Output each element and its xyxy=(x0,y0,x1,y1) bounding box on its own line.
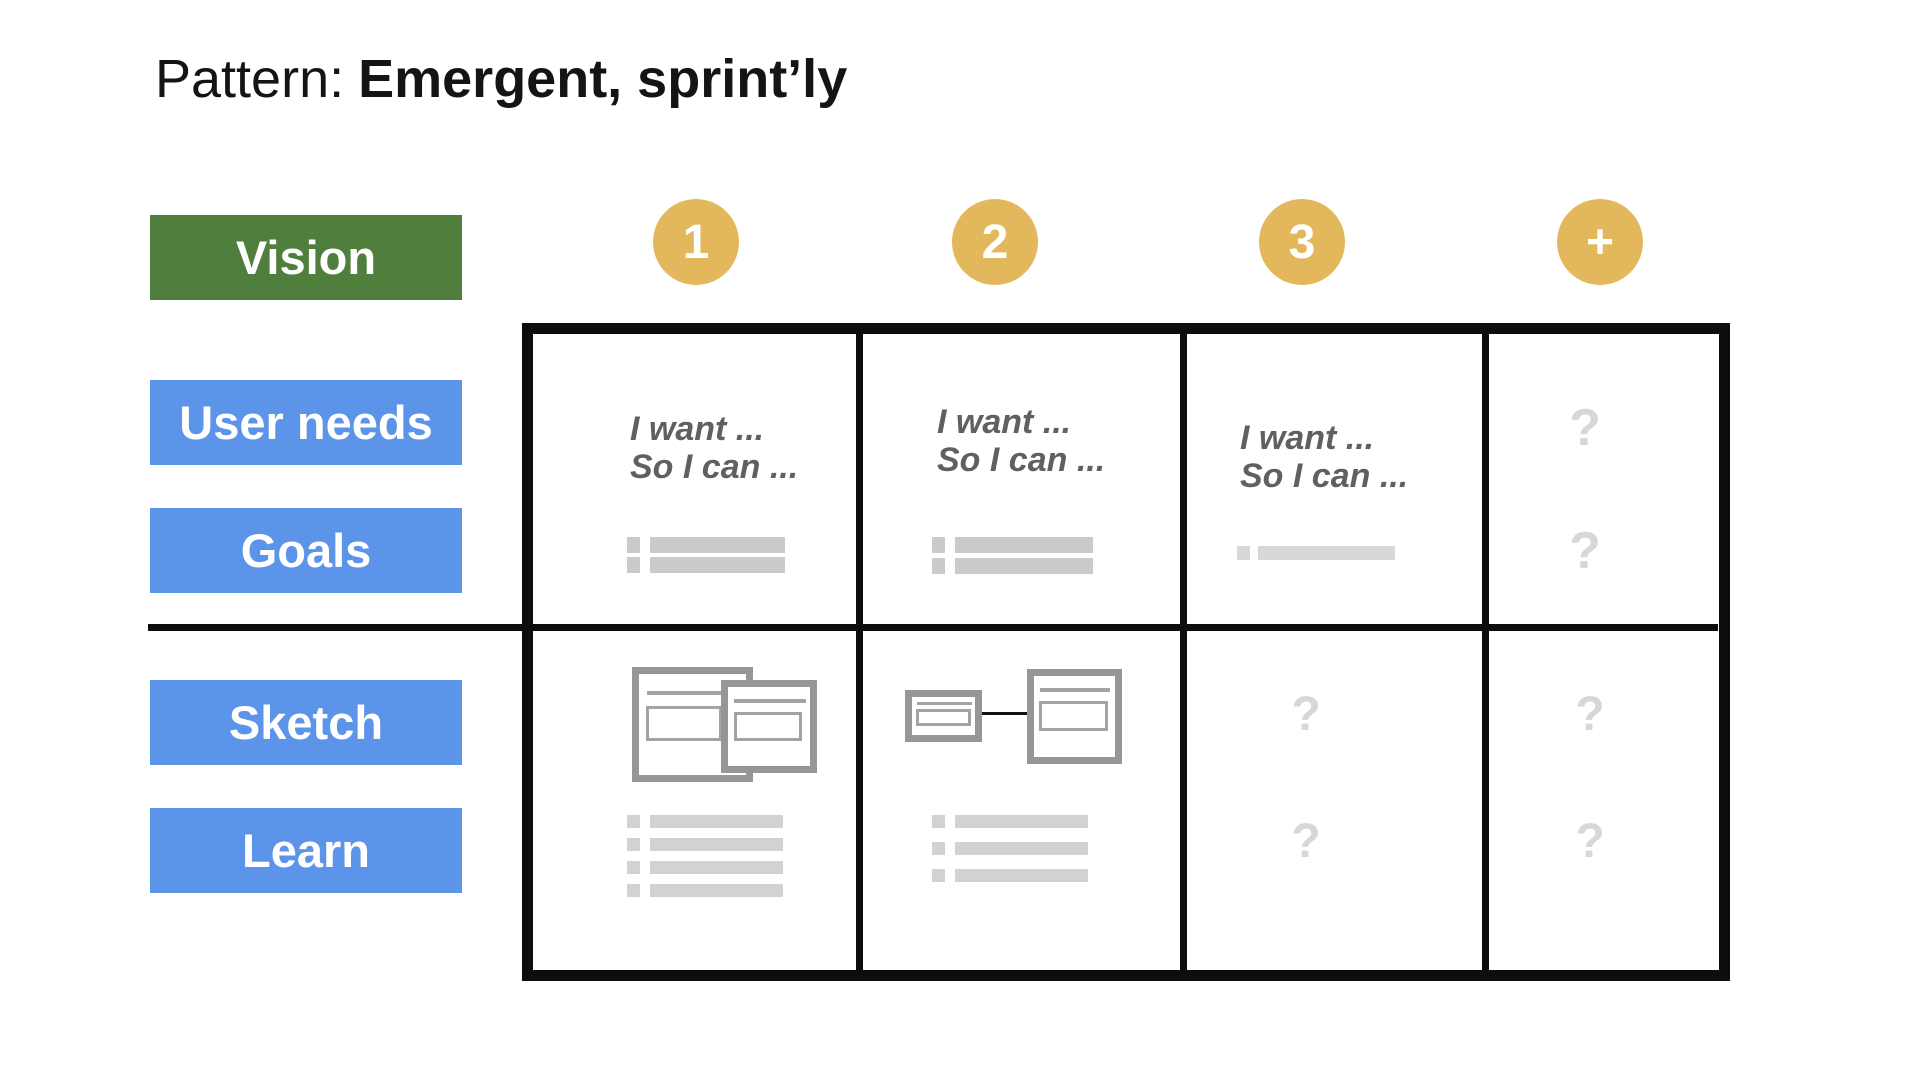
grid-col-divider-2 xyxy=(1180,334,1187,970)
flow-connector-line xyxy=(982,712,1027,715)
row-label-sketch: Sketch xyxy=(150,680,462,765)
list-bar xyxy=(650,815,783,828)
row-label-goals: Goals xyxy=(150,508,462,593)
list-bar xyxy=(650,537,785,553)
list-bar xyxy=(650,838,783,851)
list-bullet xyxy=(627,861,640,874)
story-line-1: I want ... xyxy=(937,403,1072,441)
list-bar xyxy=(955,537,1093,553)
user-story-text: I want ... So I can ... xyxy=(937,403,1105,479)
list-bar xyxy=(650,884,783,897)
list-bullet xyxy=(932,869,945,882)
story-line-1: I want ... xyxy=(630,410,765,448)
list-bullet xyxy=(627,537,640,553)
list-bar xyxy=(955,869,1088,882)
list-bar xyxy=(650,861,783,874)
list-bar xyxy=(955,558,1093,574)
column-badge-3: 3 xyxy=(1259,199,1345,285)
list-bar xyxy=(1258,546,1395,560)
column-badge-2: 2 xyxy=(952,199,1038,285)
column-badge-plus: + xyxy=(1557,199,1643,285)
page-title: Pattern:Emergent, sprint’ly xyxy=(155,48,847,110)
grid-frame xyxy=(522,323,1730,981)
column-badge-1: 1 xyxy=(653,199,739,285)
sketch-title-line xyxy=(734,699,806,703)
list-bullet xyxy=(627,815,640,828)
sketch-content-box xyxy=(646,706,722,741)
list-bullet xyxy=(932,842,945,855)
list-bar xyxy=(955,815,1088,828)
list-bullet xyxy=(932,558,945,574)
list-bullet xyxy=(627,838,640,851)
row-label-vision: Vision xyxy=(150,215,462,300)
grid-col-divider-3 xyxy=(1482,334,1489,970)
list-bullet xyxy=(1237,546,1250,560)
story-line-2: So I can ... xyxy=(937,441,1106,479)
sketch-title-line xyxy=(1040,688,1110,692)
list-bullet xyxy=(627,557,640,573)
sketch-content-box xyxy=(1039,701,1108,731)
list-bar xyxy=(650,557,785,573)
question-mark: ? xyxy=(1569,522,1601,580)
sketch-content-box xyxy=(916,709,971,726)
title-emphasis: Emergent, sprint’ly xyxy=(358,49,848,109)
list-bullet xyxy=(627,884,640,897)
title-prefix: Pattern: xyxy=(155,49,345,109)
sketch-title-line xyxy=(647,691,739,695)
list-bullet xyxy=(932,537,945,553)
row-label-learn: Learn xyxy=(150,808,462,893)
user-story-text: I want ... So I can ... xyxy=(630,410,798,486)
list-bullet xyxy=(932,815,945,828)
question-mark: ? xyxy=(1575,815,1605,868)
question-mark: ? xyxy=(1291,688,1321,741)
sketch-content-box xyxy=(734,712,802,741)
question-mark: ? xyxy=(1291,815,1321,868)
question-mark: ? xyxy=(1569,399,1601,457)
question-mark: ? xyxy=(1575,688,1605,741)
story-line-2: So I can ... xyxy=(1240,457,1409,495)
list-bar xyxy=(955,842,1088,855)
row-label-user-needs: User needs xyxy=(150,380,462,465)
user-story-text: I want ... So I can ... xyxy=(1240,419,1408,495)
grid-row-divider xyxy=(148,624,1718,631)
story-line-2: So I can ... xyxy=(630,448,799,486)
sketch-title-line xyxy=(917,702,972,705)
grid-col-divider-1 xyxy=(856,334,863,970)
story-line-1: I want ... xyxy=(1240,419,1375,457)
